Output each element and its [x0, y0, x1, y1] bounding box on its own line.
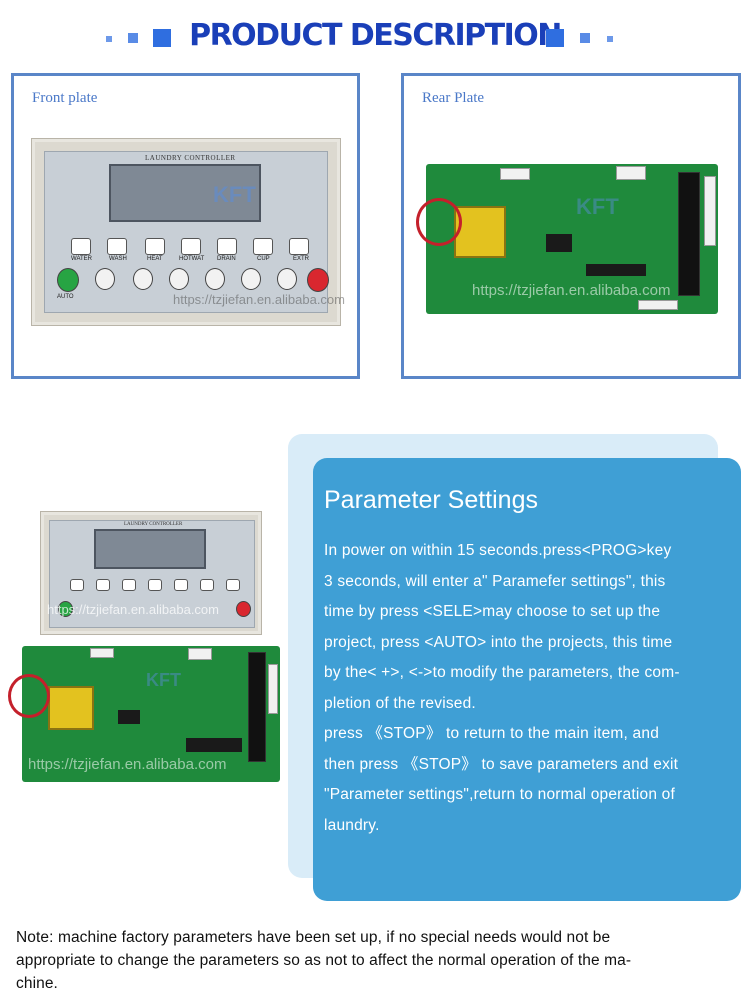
auto-button[interactable] — [57, 268, 79, 292]
transformer — [454, 206, 506, 258]
pcb-board: KFT https://tzjiefan.en.alibaba.com — [416, 164, 718, 314]
connector — [704, 176, 716, 246]
note-line: chine. — [16, 975, 58, 992]
key-heat[interactable] — [122, 579, 136, 591]
watermark: https://tzjiefan.en.alibaba.com — [28, 756, 227, 773]
settings-line: project, press <AUTO> into the projects,… — [324, 633, 673, 651]
key-extr[interactable] — [226, 579, 240, 591]
key-label: WATER — [71, 256, 92, 262]
decor-square — [580, 33, 590, 43]
panel-title: LAUNDRY CONTROLLER — [124, 522, 183, 527]
decor-square — [106, 36, 112, 42]
settings-card — [313, 458, 741, 901]
chip — [586, 264, 646, 276]
decor-square — [607, 36, 613, 42]
minus-button[interactable] — [205, 268, 225, 290]
rewind-button[interactable] — [133, 268, 153, 290]
key-extr[interactable] — [289, 238, 309, 255]
level-button[interactable] — [277, 268, 297, 290]
key-drain[interactable] — [174, 579, 188, 591]
key-label: WASH — [109, 256, 127, 262]
lcd-screen — [94, 529, 206, 569]
combo-pcb-board: KFT https://tzjiefan.en.alibaba.com — [8, 646, 280, 782]
connector — [188, 648, 212, 660]
relay — [678, 172, 700, 296]
key-cup[interactable] — [200, 579, 214, 591]
settings-line: "Parameter settings",return to normal op… — [324, 786, 675, 803]
key-label: CUP — [257, 256, 270, 262]
connector — [616, 166, 646, 180]
settings-line: by the< +>, <->to modify the parameters,… — [324, 664, 680, 681]
rear-plate-label: Rear Plate — [422, 90, 485, 106]
relay — [248, 652, 266, 762]
key-water[interactable] — [71, 238, 91, 255]
note-line: Note: machine factory parameters have be… — [16, 929, 611, 946]
chip — [546, 234, 572, 252]
lcd-screen — [109, 164, 261, 222]
key-label: EXTR — [293, 256, 310, 262]
settings-line: 3 seconds, will enter a" Paramefer setti… — [324, 572, 666, 590]
connector — [90, 648, 114, 658]
key-drain[interactable] — [217, 238, 237, 255]
settings-body: In power on within 15 seconds.press<PROG… — [324, 536, 736, 841]
settings-line: press 《STOP》 to return to the main item,… — [324, 725, 660, 742]
transformer — [48, 686, 94, 730]
auto-label: AUTO — [57, 294, 74, 300]
settings-title: Parameter Settings — [324, 486, 538, 514]
front-plate-label: Front plate — [32, 90, 98, 106]
connector — [638, 300, 678, 310]
settings-line: then press 《STOP》 to save parameters and… — [324, 755, 679, 773]
key-water[interactable] — [70, 579, 84, 591]
page-title: PRODUCT DESCRIPTION — [189, 18, 562, 53]
panel-title: LAUNDRY CONTROLLER — [145, 154, 236, 162]
connector — [500, 168, 530, 180]
settings-line: pletion of the revised. — [324, 694, 476, 712]
settings-line: In power on within 15 seconds.press<PROG… — [324, 542, 672, 559]
key-cup[interactable] — [253, 238, 273, 255]
key-label: HOTWAT — [179, 256, 205, 262]
watermark: https://tzjiefan.en.alibaba.com — [173, 292, 345, 307]
key-wash[interactable] — [96, 579, 110, 591]
key-hotwat[interactable] — [181, 238, 201, 255]
key-heat[interactable] — [145, 238, 165, 255]
key-wash[interactable] — [107, 238, 127, 255]
decor-square — [153, 29, 171, 47]
combo-controller-panel: LAUNDRY CONTROLLER https://tzjiefan.en.a… — [40, 511, 262, 635]
stop-button[interactable] — [307, 268, 329, 292]
front-plate-frame: Front plate LAUNDRY CONTROLLER KFT WATER… — [11, 73, 360, 379]
logo-mark: KFT — [576, 194, 619, 219]
watermark: https://tzjiefan.en.alibaba.com — [47, 602, 219, 617]
chip — [118, 710, 140, 724]
settings-line: time by press <SELE>may choose to set up… — [324, 603, 661, 620]
sele-button[interactable] — [241, 268, 261, 290]
settings-line: laundry. — [324, 816, 380, 834]
auto-button[interactable] — [58, 601, 73, 617]
note: Note: machine factory parameters have be… — [16, 926, 738, 995]
rear-plate-frame: Rear Plate KFT https://tzjiefan.en.aliba… — [401, 73, 741, 379]
panel-face: LAUNDRY CONTROLLER — [49, 520, 255, 628]
panel-face: LAUNDRY CONTROLLER KFT WATER WASH HEAT H… — [44, 151, 345, 313]
connector — [268, 664, 278, 714]
wire — [416, 198, 462, 246]
decor-square — [546, 29, 564, 47]
key-hotwat[interactable] — [148, 579, 162, 591]
decor-square — [128, 33, 138, 43]
stop-button[interactable] — [236, 601, 251, 617]
wire — [8, 674, 50, 718]
logo-mark: KFT — [213, 182, 256, 207]
key-label: DRAIN — [217, 256, 236, 262]
controller-panel: LAUNDRY CONTROLLER KFT WATER WASH HEAT H… — [31, 138, 345, 326]
header: PRODUCT DESCRIPTION — [0, 0, 750, 75]
plus-button[interactable] — [169, 268, 189, 290]
prog-button[interactable] — [95, 268, 115, 290]
watermark: https://tzjiefan.en.alibaba.com — [472, 282, 671, 299]
chip — [186, 738, 242, 752]
key-label: HEAT — [147, 256, 163, 262]
logo-mark: KFT — [146, 670, 181, 690]
note-line: appropriate to change the parameters so … — [16, 952, 632, 969]
